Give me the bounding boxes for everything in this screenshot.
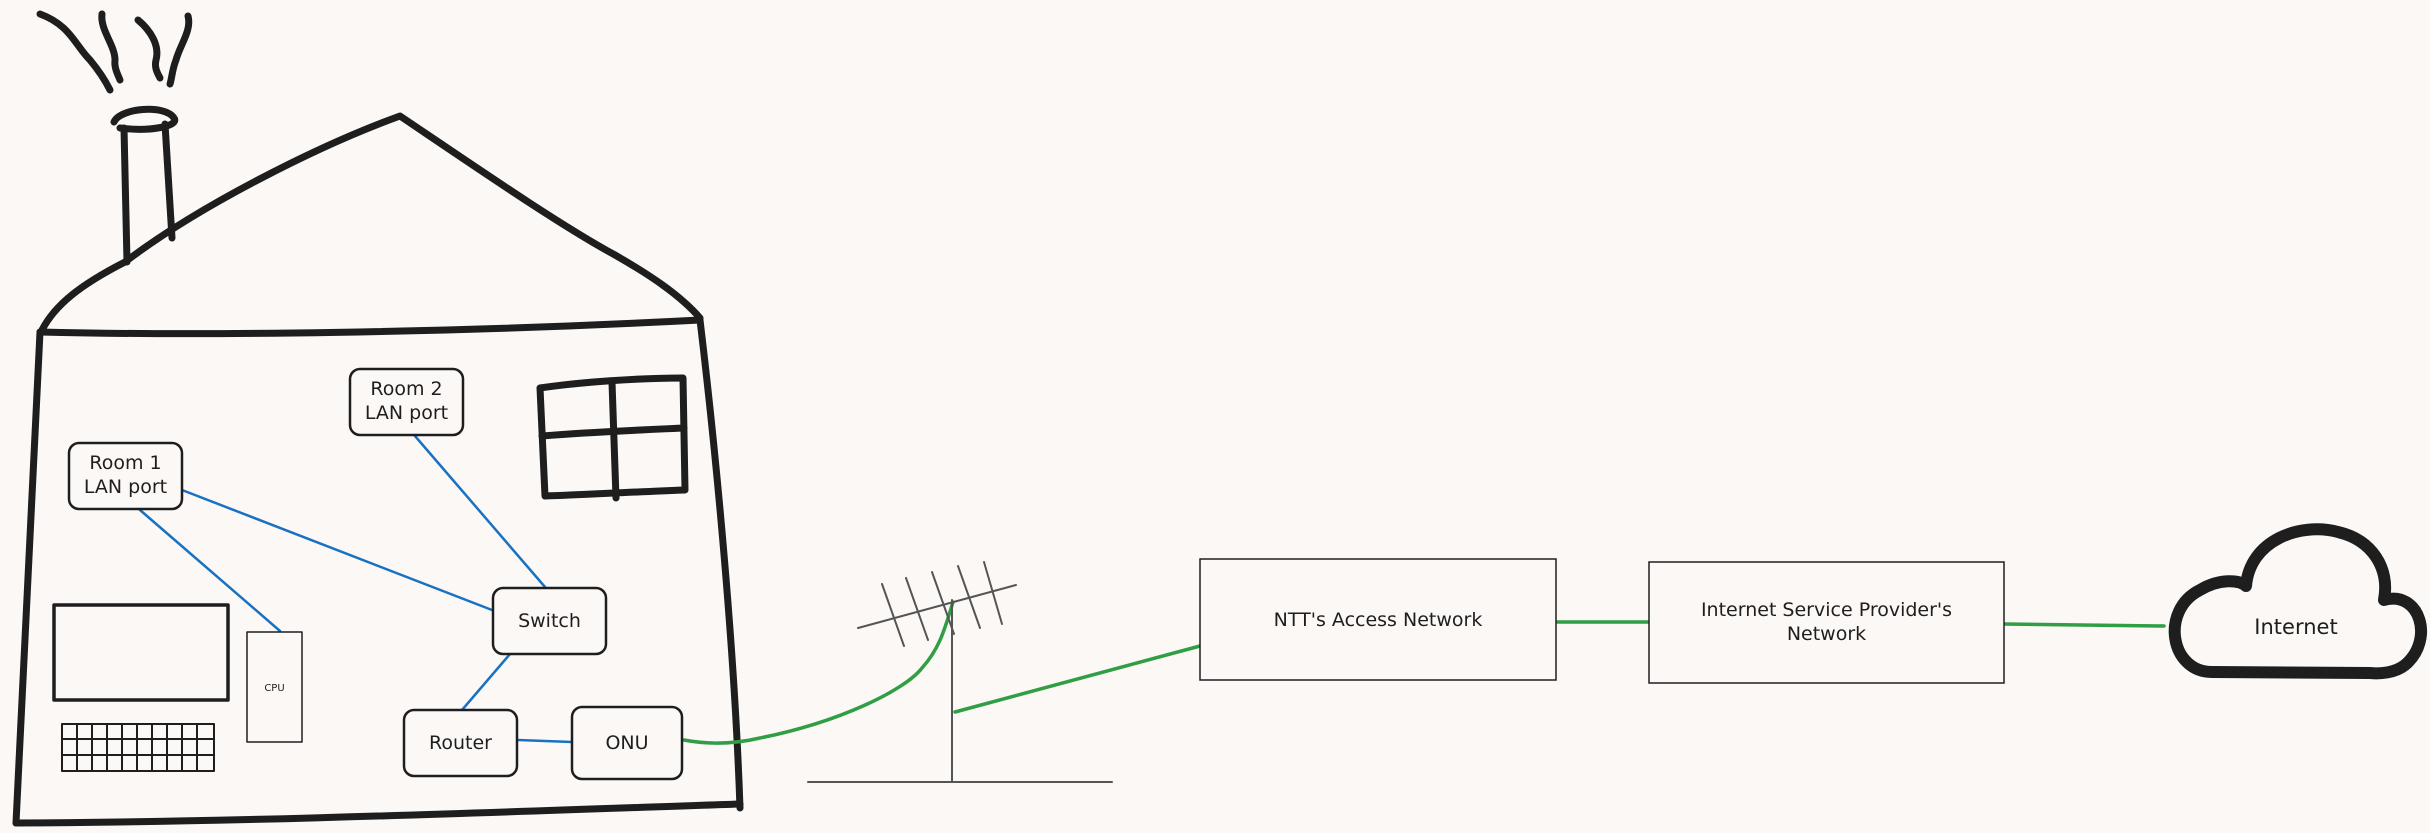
edge-router-onu — [516, 738, 574, 744]
room2-label-line1: Room 2 — [370, 378, 442, 400]
antenna-icon — [807, 561, 1113, 783]
node-ntt: NTT's Access Network — [1199, 558, 1557, 681]
node-internet: Internet — [2168, 523, 2427, 680]
cpu-label: CPU — [264, 683, 284, 694]
lan-links — [138, 434, 574, 744]
window — [536, 374, 689, 502]
keyboard-icon — [61, 723, 215, 772]
room2-label-line2: LAN port — [365, 402, 448, 424]
edge-isp-internet — [2002, 622, 2166, 628]
node-room2: Room 2 LAN port — [348, 367, 465, 437]
internet-label: Internet — [2254, 615, 2337, 639]
edge-room1-switch — [180, 488, 494, 612]
room1-label-line2: LAN port — [84, 476, 167, 498]
house-wall-left — [12, 328, 44, 827]
ntt-label: NTT's Access Network — [1274, 609, 1483, 631]
isp-label-line1: Internet Service Provider's — [1701, 599, 1952, 621]
node-switch: Switch — [491, 586, 608, 656]
edge-room1-cpu — [138, 508, 282, 633]
chimney — [110, 105, 179, 266]
node-onu: ONU — [570, 705, 684, 781]
isp-label-line2: Network — [1787, 623, 1866, 645]
router-label: Router — [429, 732, 492, 754]
house-floor — [12, 800, 744, 827]
smoke-icon — [36, 10, 193, 94]
room1-label-line1: Room 1 — [89, 452, 161, 474]
switch-label: Switch — [518, 610, 581, 632]
roof — [38, 112, 704, 334]
node-room1: Room 1 LAN port — [67, 441, 184, 511]
edge-room2-switch — [413, 434, 547, 589]
edge-antenna-ntt — [953, 644, 1202, 714]
wan-links — [682, 600, 2166, 745]
node-isp: Internet Service Provider's Network — [1648, 561, 2005, 684]
edge-switch-router — [460, 652, 512, 712]
house — [12, 10, 744, 827]
onu-label: ONU — [605, 732, 648, 754]
house-wall-right — [696, 316, 744, 812]
eave — [36, 316, 704, 338]
monitor — [52, 603, 230, 702]
edge-onu-antenna — [682, 600, 955, 745]
node-cpu: CPU — [246, 631, 303, 743]
cloud-icon — [2168, 523, 2427, 680]
node-router: Router — [402, 708, 519, 778]
